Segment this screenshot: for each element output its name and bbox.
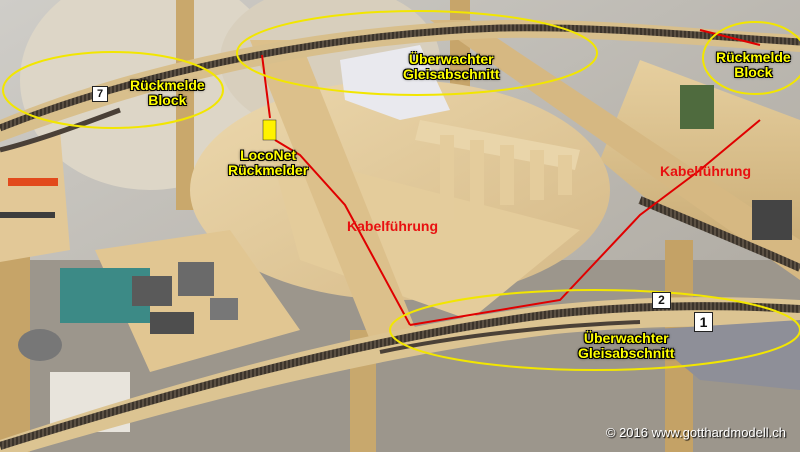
label-line: Überwachter <box>583 330 669 346</box>
label-feedback-block-right: Rückmelde Block <box>716 50 791 80</box>
building-model <box>132 276 172 306</box>
label-loconet-feedback: LocoNet Rückmelder <box>228 148 308 178</box>
label-line: Gleisabschnitt <box>403 66 500 82</box>
label-line: Kabelführung <box>660 163 751 179</box>
building-model <box>210 298 238 320</box>
cable-reel <box>18 329 62 361</box>
label-cable-routing-right: Kabelführung <box>660 164 751 179</box>
viaduct-model <box>415 120 580 220</box>
left-shelf <box>0 130 70 262</box>
loconet-feedback-marker <box>262 119 277 141</box>
label-line: Gleisabschnitt <box>578 345 675 361</box>
building-model <box>150 312 194 334</box>
top-track <box>0 24 800 132</box>
label-line: LocoNet <box>240 147 297 163</box>
cable-routing-lines <box>261 29 761 326</box>
label-line: Block <box>734 64 773 80</box>
ellipse-monitored-section-top <box>236 10 598 96</box>
label-line: Block <box>148 92 187 108</box>
ellipse-feedback-block-left <box>2 51 224 129</box>
label-feedback-block-left: Rückmelde Block <box>130 78 205 108</box>
wooden-leg <box>176 0 194 210</box>
ellipse-monitored-section-bottom <box>389 289 800 371</box>
building-model <box>178 262 214 296</box>
track-number-1: 1 <box>694 312 713 332</box>
ellipse-feedback-block-right <box>702 21 800 95</box>
track-number-7: 7 <box>92 86 108 102</box>
building-models-table <box>95 230 300 372</box>
red-locomotive <box>8 178 58 186</box>
track-number-2: 2 <box>652 292 671 309</box>
bottom-track-bed <box>0 297 800 452</box>
rolling-stock <box>0 212 55 218</box>
label-line: Kabelführung <box>347 218 438 234</box>
right-diagonal-beam <box>430 20 800 280</box>
label-cable-routing-center: Kabelführung <box>347 219 438 234</box>
label-monitored-section-bottom: Überwachter Gleisabschnitt <box>578 331 674 361</box>
left-track <box>0 107 121 153</box>
right-electronics <box>752 200 792 240</box>
label-monitored-section-top: Überwachter Gleisabschnitt <box>403 52 499 82</box>
label-line: Rückmelde <box>130 77 205 93</box>
highlight-ellipses <box>2 10 800 371</box>
feedback-module-board <box>680 85 714 129</box>
white-foil-sheet <box>340 45 450 120</box>
grey-plastic-sheet <box>640 320 800 390</box>
label-line: Überwachter <box>408 51 494 67</box>
label-line: Rückmelde <box>716 49 791 65</box>
right-track <box>638 196 800 272</box>
copyright-notice: © 2016 www.gotthardmodell.ch <box>605 425 786 440</box>
label-line: Rückmelder <box>228 162 309 178</box>
bottom-track <box>0 302 800 450</box>
bottom-track-2 <box>379 320 641 354</box>
